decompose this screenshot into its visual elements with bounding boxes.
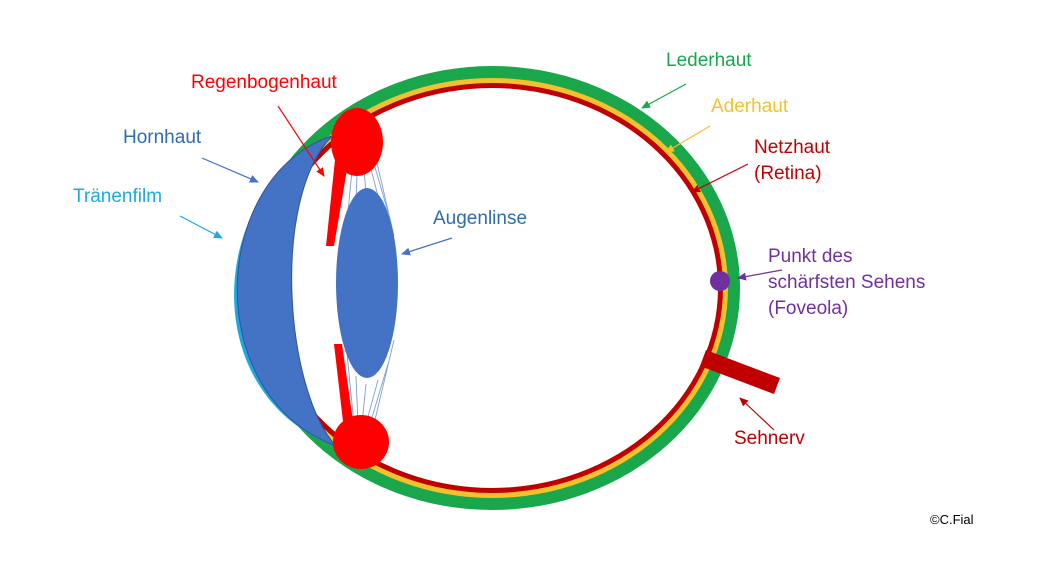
label-aderhaut-text: Aderhaut (711, 96, 789, 117)
arrow-lederhaut (641, 83, 687, 109)
label-foveola: Punkt des schärfsten Sehens (Foveola) (768, 244, 925, 322)
arrow-foveola (737, 269, 783, 281)
lens (336, 188, 398, 378)
optic-nerve (700, 350, 780, 394)
label-lederhaut: Lederhaut (666, 48, 752, 74)
foveola (710, 271, 730, 291)
vitreous-body (266, 88, 718, 488)
label-augenlinse-text: Augenlinse (433, 208, 528, 229)
arrow-netzhaut (691, 163, 749, 193)
label-augenlinse: Augenlinse (433, 206, 527, 232)
iris-upper-leaf (326, 150, 350, 246)
label-netzhaut-line2: (Retina) (754, 163, 822, 184)
label-netzhaut: Netzhaut (Retina) (754, 135, 830, 187)
arrow-augenlinse (401, 237, 453, 256)
arrow-regenbogenhaut (277, 105, 325, 177)
label-lederhaut-text: Lederhaut (666, 50, 752, 71)
label-foveola-line1: Punkt des (768, 246, 853, 267)
label-foveola-line2: schärfsten Sehens (768, 272, 926, 293)
arrow-aderhaut (665, 125, 711, 153)
label-sehnerv-text: Sehnerv (734, 428, 805, 449)
iris-lower-body (333, 415, 389, 469)
label-regenbogenhaut-text: Regenbogenhaut (191, 72, 337, 93)
copyright-notice: ©C.Fial (930, 512, 974, 527)
iris-lower-leaf (334, 344, 354, 430)
label-traenenfilm: Tränenfilm (73, 184, 162, 210)
arrow-hornhaut (201, 157, 259, 183)
label-foveola-line3: (Foveola) (768, 298, 849, 319)
label-traenenfilm-text: Tränenfilm (73, 186, 163, 207)
label-hornhaut-text: Hornhaut (123, 127, 202, 148)
arrow-sehnerv (739, 397, 775, 431)
label-netzhaut-line1: Netzhaut (754, 137, 831, 158)
arrow-traenenfilm (179, 215, 223, 239)
label-hornhaut: Hornhaut (123, 125, 201, 151)
label-sehnerv: Sehnerv (734, 426, 805, 452)
label-aderhaut: Aderhaut (711, 94, 788, 120)
label-regenbogenhaut: Regenbogenhaut (191, 70, 337, 96)
cornea (236, 135, 337, 447)
